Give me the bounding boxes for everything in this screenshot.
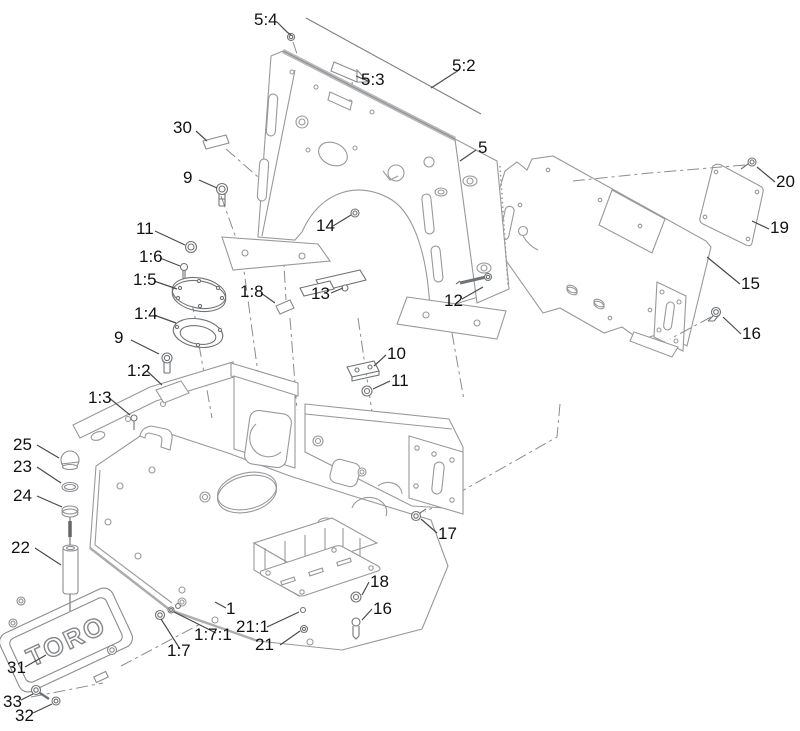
part-13-bracket bbox=[299, 269, 367, 297]
fastener-21-screw bbox=[299, 624, 309, 634]
fastener-33-bolt bbox=[30, 684, 50, 700]
callout-33: 33 bbox=[3, 692, 22, 711]
callout-24: 24 bbox=[13, 486, 32, 505]
callout-1-2: 1:2 bbox=[127, 361, 151, 380]
fasteners bbox=[30, 32, 757, 706]
callout-15: 15 bbox=[741, 274, 760, 293]
callout-10: 10 bbox=[387, 344, 406, 363]
callout-1-7-1: 1:7:1 bbox=[194, 625, 232, 644]
fastener-20-screw bbox=[740, 157, 757, 170]
callout-1-3: 1:3 bbox=[88, 388, 112, 407]
fastener-1-3-screw bbox=[130, 414, 138, 430]
fastener-12-bolt bbox=[455, 272, 493, 285]
callout-16-right: 16 bbox=[742, 324, 761, 343]
fastener-16-bolt-right bbox=[707, 306, 722, 322]
callout-22: 22 bbox=[11, 538, 30, 557]
callout-9-top: 9 bbox=[183, 168, 193, 187]
callout-5-4: 5:4 bbox=[254, 10, 278, 29]
fastener-9-bolt-mid bbox=[161, 352, 173, 374]
part-5-2-reference-line bbox=[305, 17, 482, 115]
callout-1-8: 1:8 bbox=[240, 282, 264, 301]
callout-1-4: 1:4 bbox=[134, 304, 158, 323]
part-19-access-plate bbox=[699, 163, 764, 247]
fastener-14-screw bbox=[350, 208, 360, 218]
fastener-32-washer bbox=[51, 696, 61, 706]
fastener-18-nut bbox=[350, 591, 362, 603]
callout-5: 5 bbox=[478, 138, 488, 157]
dipstick-assembly bbox=[60, 450, 80, 611]
callout-12: 12 bbox=[444, 291, 463, 310]
part-10-plate bbox=[346, 360, 380, 382]
callout-13: 13 bbox=[311, 284, 330, 303]
part-1-hitch-box bbox=[252, 517, 381, 597]
callout-5-2: 5:2 bbox=[452, 56, 476, 75]
fastener-21-1-pin bbox=[299, 606, 307, 614]
part-1-8-decal bbox=[275, 299, 295, 315]
part-1-2-plate bbox=[155, 380, 190, 404]
part-1-5-cover-plate bbox=[171, 276, 227, 313]
callout-31: 31 bbox=[7, 658, 26, 677]
fastener-11-nut-left bbox=[184, 240, 198, 254]
callout-1-5: 1:5 bbox=[133, 270, 157, 289]
callout-14: 14 bbox=[316, 216, 335, 235]
fastener-1-7-nut bbox=[154, 609, 166, 621]
callout-1-7: 1:7 bbox=[167, 641, 191, 660]
callout-17: 17 bbox=[438, 524, 457, 543]
callout-32: 32 bbox=[15, 706, 34, 725]
callout-21-1: 21:1 bbox=[236, 617, 270, 636]
fastener-1-7-1-washer bbox=[167, 606, 175, 614]
callout-leader-lines bbox=[20, 21, 776, 714]
fastener-16-bolt-bottom bbox=[351, 617, 361, 640]
callout-21: 21 bbox=[255, 635, 274, 654]
part-24-dipstick bbox=[61, 505, 79, 515]
callout-30: 30 bbox=[173, 118, 192, 137]
part-30-decal bbox=[202, 134, 230, 150]
fastener-9-bolt-top bbox=[215, 182, 229, 207]
callout-11-left: 11 bbox=[136, 219, 154, 238]
callout-20: 20 bbox=[776, 172, 795, 191]
part-5-support-tower bbox=[221, 48, 510, 340]
callout-9-mid: 9 bbox=[114, 328, 124, 347]
callout-5-3: 5:3 bbox=[361, 70, 385, 89]
callout-19: 19 bbox=[770, 218, 789, 237]
callout-25: 25 bbox=[13, 435, 32, 454]
fastener-5-4-screw bbox=[286, 32, 296, 42]
part-31-toro-cover-plate: TORO bbox=[0, 587, 133, 693]
callout-11-right: 11 bbox=[391, 371, 409, 390]
fastener-17-bolt bbox=[410, 508, 427, 522]
part-15-rear-panel bbox=[497, 155, 712, 358]
callout-1-6: 1:6 bbox=[139, 247, 163, 266]
part-22-tube bbox=[62, 546, 79, 595]
callout-1: 1 bbox=[226, 599, 236, 618]
callout-18: 18 bbox=[370, 572, 389, 591]
callout-16-bottom: 16 bbox=[373, 599, 392, 618]
fastener-11-nut-right bbox=[361, 385, 373, 397]
chassis-clamp-saddle bbox=[139, 425, 173, 451]
part-1-main-chassis bbox=[72, 361, 464, 651]
callout-23: 23 bbox=[13, 457, 32, 476]
part-1-4-gasket bbox=[172, 317, 224, 349]
